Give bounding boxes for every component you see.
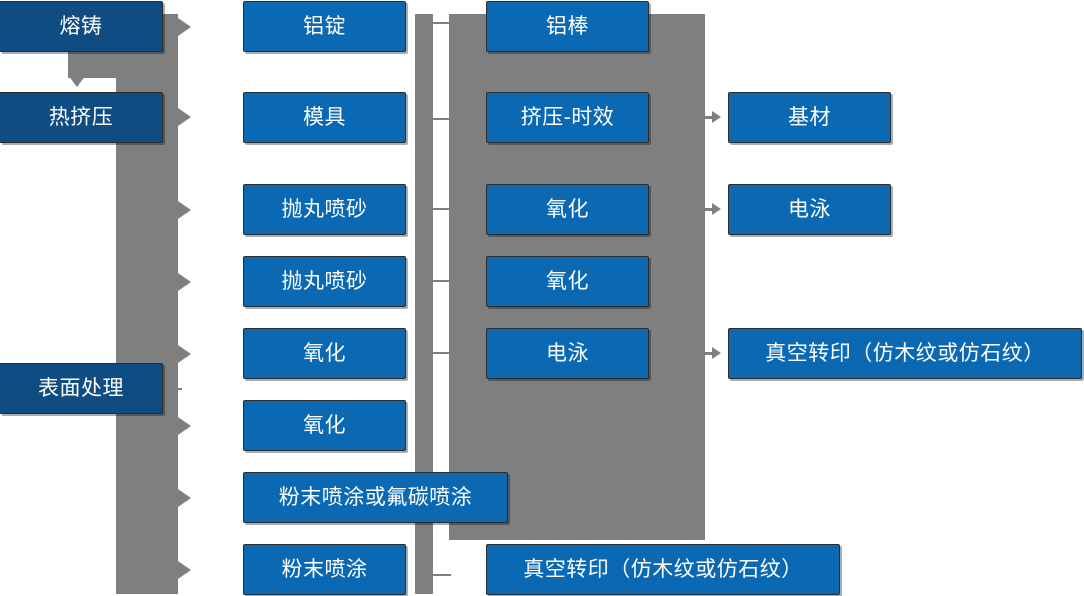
process-label-vacuum-transfer: 真空转印（仿木纹或仿石纹）	[523, 558, 803, 581]
connector-rung-2	[433, 118, 451, 120]
input-label-powder-or-pvdf-coating: 粉末喷涂或氟碳喷涂	[278, 486, 473, 509]
process-box-electrophoresis[interactable]: 电泳	[486, 328, 649, 379]
process-box-oxidation-1[interactable]: 氧化	[486, 184, 649, 235]
process-label-extrusion-aging: 挤压-时效	[520, 106, 615, 129]
connector-arrow-to-powder	[178, 561, 191, 579]
arrow-head-to-vacuum-transfer	[712, 347, 721, 359]
connector-arrow-to-blast-1	[178, 201, 191, 219]
input-label-oxidation-2: 氧化	[303, 414, 346, 437]
process-box-extrusion-aging[interactable]: 挤压-时效	[486, 92, 649, 143]
input-label-shot-blast-2: 抛丸喷砂	[281, 270, 368, 293]
arrow-shaft-to-vacuum-transfer	[705, 352, 716, 355]
input-label-aluminum-ingot: 铝锭	[303, 15, 346, 38]
connector-bar-input-right	[415, 14, 433, 594]
connector-stub-surface	[162, 388, 182, 390]
process-label-oxidation-2: 氧化	[546, 270, 589, 293]
process-box-aluminum-bar[interactable]: 铝棒	[486, 1, 649, 52]
connector-rung-4	[433, 280, 451, 282]
stage-box-melt-cast[interactable]: 熔铸	[0, 1, 163, 52]
process-label-oxidation-1: 氧化	[546, 198, 589, 221]
input-box-die[interactable]: 模具	[243, 92, 406, 143]
output-box-vacuum-transfer[interactable]: 真空转印（仿木纹或仿石纹）	[728, 328, 1082, 379]
output-label-vacuum-transfer: 真空转印（仿木纹或仿石纹）	[765, 342, 1045, 365]
input-box-shot-blast-1[interactable]: 抛丸喷砂	[243, 184, 406, 235]
arrow-head-to-base-material	[712, 111, 721, 123]
input-box-oxidation-2[interactable]: 氧化	[243, 400, 406, 451]
connector-arrow-to-oxidation-1	[178, 345, 191, 363]
connector-arrow-to-die	[178, 108, 191, 126]
output-label-base-material: 基材	[788, 106, 831, 129]
output-label-electrophoresis: 电泳	[788, 198, 831, 221]
input-label-die: 模具	[303, 106, 346, 129]
stage-box-hot-extrusion[interactable]: 热挤压	[0, 92, 163, 143]
connector-arrow-to-ingot	[178, 18, 191, 36]
connector-rung-5	[433, 352, 451, 354]
stage-box-surface-treatment[interactable]: 表面处理	[0, 363, 163, 414]
output-box-electrophoresis[interactable]: 电泳	[728, 184, 891, 235]
arrow-shaft-to-base-material	[705, 116, 716, 119]
process-label-aluminum-bar: 铝棒	[546, 15, 589, 38]
connector-arrow-to-oxidation-2	[178, 417, 191, 435]
stage-label-hot-extrusion: 热挤压	[48, 106, 114, 129]
connector-rung-3	[433, 208, 451, 210]
process-box-oxidation-2[interactable]: 氧化	[486, 256, 649, 307]
connector-arrow-melt-to-extrusion	[68, 75, 86, 87]
process-label-electrophoresis: 电泳	[546, 342, 589, 365]
connector-rung-6	[433, 574, 451, 576]
input-box-oxidation-1[interactable]: 氧化	[243, 328, 406, 379]
connector-arrow-to-powder-pvdf	[178, 489, 191, 507]
input-label-powder-coating: 粉末喷涂	[281, 558, 368, 581]
input-label-shot-blast-1: 抛丸喷砂	[281, 198, 368, 221]
input-label-oxidation-1: 氧化	[303, 342, 346, 365]
input-box-aluminum-ingot[interactable]: 铝锭	[243, 1, 406, 52]
stage-label-melt-cast: 熔铸	[59, 15, 103, 38]
input-box-shot-blast-2[interactable]: 抛丸喷砂	[243, 256, 406, 307]
arrow-head-to-electrophoresis	[712, 203, 721, 215]
arrow-shaft-to-electrophoresis	[705, 208, 716, 211]
output-box-base-material[interactable]: 基材	[728, 92, 891, 143]
stage-label-surface-treatment: 表面处理	[38, 377, 124, 400]
process-box-vacuum-transfer[interactable]: 真空转印（仿木纹或仿石纹）	[486, 544, 840, 595]
connector-rung-1	[433, 22, 451, 24]
input-box-powder-or-pvdf-coating[interactable]: 粉末喷涂或氟碳喷涂	[243, 472, 508, 523]
input-box-powder-coating[interactable]: 粉末喷涂	[243, 544, 406, 595]
connector-arrow-to-blast-2	[178, 273, 191, 291]
